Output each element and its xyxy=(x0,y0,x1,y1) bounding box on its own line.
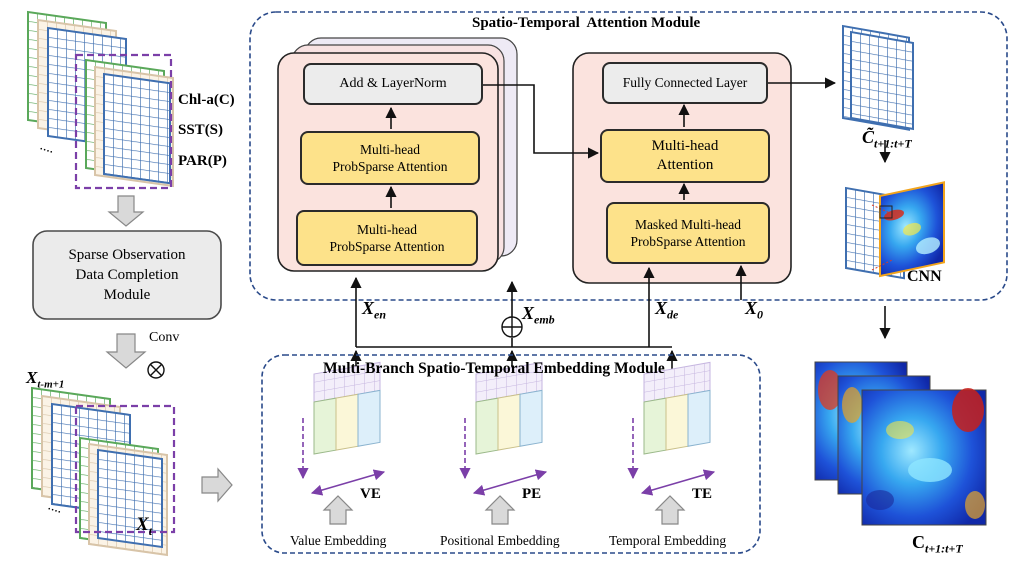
completion-line-1: Sparse Observation xyxy=(68,247,186,263)
x-seq-end-label: Xt xyxy=(136,514,152,539)
encoder-upper-attention-box: Multi-head ProbSparse Attention xyxy=(300,131,480,185)
gray-arrow-right xyxy=(201,467,233,503)
var-sst-label: SST(S) xyxy=(178,122,224,138)
conv-label: Conv xyxy=(149,330,180,345)
te-branch-graphic xyxy=(627,361,716,525)
input-grid-stack xyxy=(27,10,174,190)
enc-upper-line-2: ProbSparse Attention xyxy=(332,159,448,174)
x-0-sub: 0 xyxy=(757,307,764,322)
pe-caption: Positional Embedding xyxy=(440,533,560,548)
te-caption: Temporal Embedding xyxy=(609,533,727,548)
pe-branch-graphic xyxy=(459,361,548,525)
cnn-graphic xyxy=(845,181,945,280)
x-emb-sub: emb xyxy=(534,312,555,327)
decoder-mh-attention-box: Multi-head Attention xyxy=(600,129,770,183)
ve-branch-graphic xyxy=(297,361,386,525)
x-de-label: Xde xyxy=(655,298,678,323)
dec-mh-line-2: Attention xyxy=(656,157,714,173)
c-tilde-base: C̃ xyxy=(862,127,875,147)
x-en-base: X xyxy=(362,298,375,318)
cnn-label: CNN xyxy=(907,268,942,285)
dec-masked-line-1: Masked Multi-head xyxy=(634,217,742,232)
attention-module-frame xyxy=(249,11,1008,301)
x-seq-start-base: X xyxy=(26,368,38,387)
x-seq-start-label: Xt-m+1 xyxy=(26,368,64,390)
x-emb-base: X xyxy=(522,303,535,323)
gray-arrow-down-2 xyxy=(105,333,147,369)
enc-lower-line-1: Multi-head xyxy=(357,222,417,237)
attention-module-title: Spatio-Temporal Attention Module xyxy=(472,15,701,31)
pe-tag: PE xyxy=(522,486,542,502)
otimes-symbol: ⊗ xyxy=(148,360,164,378)
ve-tag: VE xyxy=(360,486,381,502)
encoder-lower-attention-box: Multi-head ProbSparse Attention xyxy=(296,210,478,266)
x-de-sub: de xyxy=(667,307,679,322)
ve-caption: Value Embedding xyxy=(290,533,387,548)
x-seq-start-sub: t-m+1 xyxy=(37,378,65,391)
c-tilde-grid xyxy=(842,24,914,131)
completion-line-2: Data Completion xyxy=(75,267,179,283)
c-final-heatmaps xyxy=(814,361,987,526)
x-de-base: X xyxy=(655,298,668,318)
add-layernorm-box: Add & LayerNorm xyxy=(303,63,483,105)
x-en-label: Xen xyxy=(362,298,386,323)
enc-upper-line-1: Multi-head xyxy=(360,142,420,157)
var-chl-label: Chl-a(C) xyxy=(178,92,235,108)
x-seq-end-sub: t xyxy=(148,523,153,538)
gray-arrow-down-1 xyxy=(107,195,145,227)
x-0-label: X0 xyxy=(745,298,763,323)
c-final-base: C xyxy=(912,532,925,552)
fully-connected-box: Fully Connected Layer xyxy=(602,62,768,104)
decoder-masked-attention-box: Masked Multi-head ProbSparse Attention xyxy=(606,202,770,264)
var-par-label: PAR(P) xyxy=(178,153,227,169)
completion-module-label: Sparse Observation Data Completion Modul… xyxy=(33,231,221,319)
c-final-sub: t+1:t+T xyxy=(925,541,963,556)
x-0-base: X xyxy=(745,298,758,318)
c-tilde-label: C̃t+1:t+T xyxy=(862,127,912,152)
c-tilde-sub: t+1:t+T xyxy=(874,136,912,151)
enc-lower-line-2: ProbSparse Attention xyxy=(329,239,445,254)
dec-mh-line-1: Multi-head xyxy=(651,138,719,154)
embedding-module-title: Multi-Branch Spatio-Temporal Embedding M… xyxy=(323,360,665,377)
otimes-stroke xyxy=(149,363,163,377)
embedding-module-frame xyxy=(261,354,761,554)
completion-line-3: Module xyxy=(103,287,151,303)
x-seq-end-base: X xyxy=(136,514,149,535)
c-final-label: Ct+1:t+T xyxy=(912,532,963,557)
dec-masked-line-2: ProbSparse Attention xyxy=(630,234,746,249)
completion-module-box xyxy=(32,230,222,320)
x-en-sub: en xyxy=(374,307,387,322)
sequence-grid-stack xyxy=(31,386,176,557)
te-tag: TE xyxy=(692,486,713,502)
x-emb-label: Xemb xyxy=(522,303,555,328)
